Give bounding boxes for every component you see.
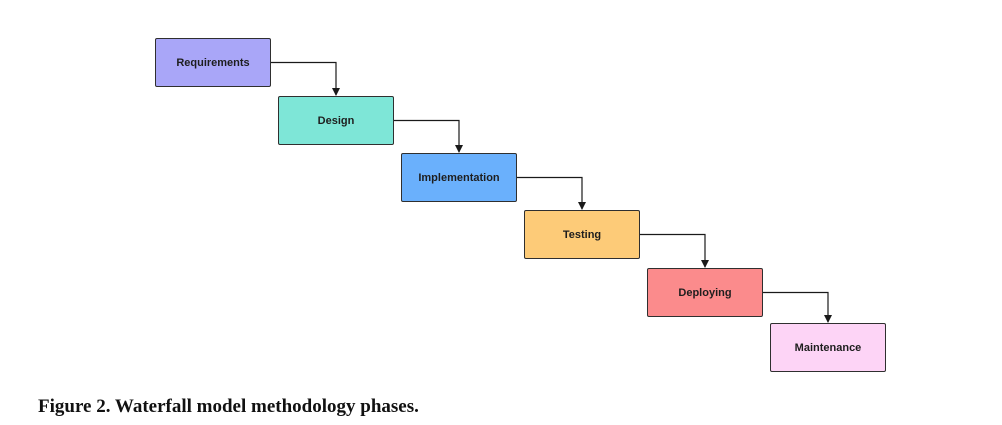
phase-box-design: Design — [278, 96, 394, 145]
connector-arrow — [271, 61, 340, 96]
phase-label: Maintenance — [794, 341, 862, 354]
phase-label: Testing — [562, 228, 602, 241]
phase-label: Implementation — [418, 171, 500, 184]
connector-arrow — [517, 176, 586, 210]
phase-box-maintenance: Maintenance — [770, 323, 886, 372]
phase-box-requirements: Requirements — [155, 38, 271, 87]
phase-box-testing: Testing — [524, 210, 640, 259]
phase-box-deploying: Deploying — [647, 268, 763, 317]
phase-label: Deploying — [678, 286, 732, 299]
connector-arrow — [763, 291, 832, 323]
figure-caption: Figure 2. Waterfall model methodology ph… — [38, 396, 419, 417]
connector-arrow — [640, 233, 709, 268]
connector-arrow — [394, 119, 463, 153]
phase-box-implementation: Implementation — [401, 153, 517, 202]
phase-label: Design — [317, 114, 355, 127]
phase-label: Requirements — [176, 56, 250, 69]
